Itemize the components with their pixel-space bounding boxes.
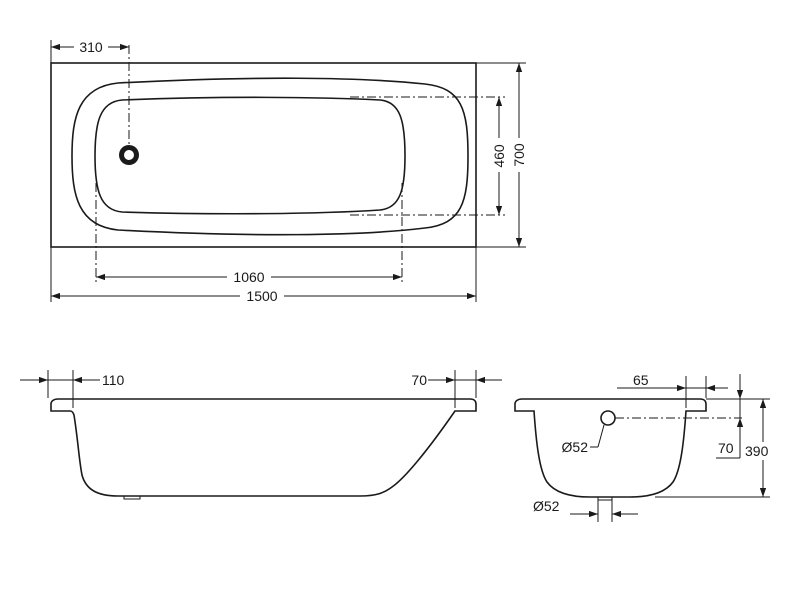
- dim-total-height: 390: [745, 443, 769, 459]
- tub-basin-outer-outline: [71, 77, 469, 236]
- dim-rim-right: 70: [411, 372, 427, 388]
- dim-overall-width: 700: [511, 143, 527, 167]
- dim-drain-offset: 310: [79, 39, 103, 55]
- tub-basin-inner-outline: [94, 96, 406, 215]
- dim-overflow-height: 70: [718, 440, 734, 456]
- dim-inner-width: 460: [491, 144, 507, 168]
- dim-rim-left: 110: [102, 372, 125, 388]
- dim-inner-length: 1060: [233, 269, 264, 285]
- tub-outer-rim: [50, 62, 477, 248]
- end-foot: [597, 497, 613, 501]
- overflow-icon: [600, 410, 616, 426]
- dim-rim-width: 65: [633, 372, 649, 388]
- dim-overall-length: 1500: [246, 288, 277, 304]
- dim-overflow-diameter: Ø52: [562, 439, 589, 455]
- plan-view: 310 1060 1500 460 700: [50, 38, 529, 305]
- end-view: 65 Ø52 70 390 Ø52: [514, 372, 780, 522]
- end-rim-and-body: [514, 398, 707, 498]
- dim-drain-diameter: Ø52: [533, 498, 560, 514]
- side-view: 110 70: [20, 370, 502, 500]
- side-rim-and-body: [50, 398, 477, 497]
- drain-hole: [124, 150, 134, 160]
- side-foot: [123, 496, 141, 500]
